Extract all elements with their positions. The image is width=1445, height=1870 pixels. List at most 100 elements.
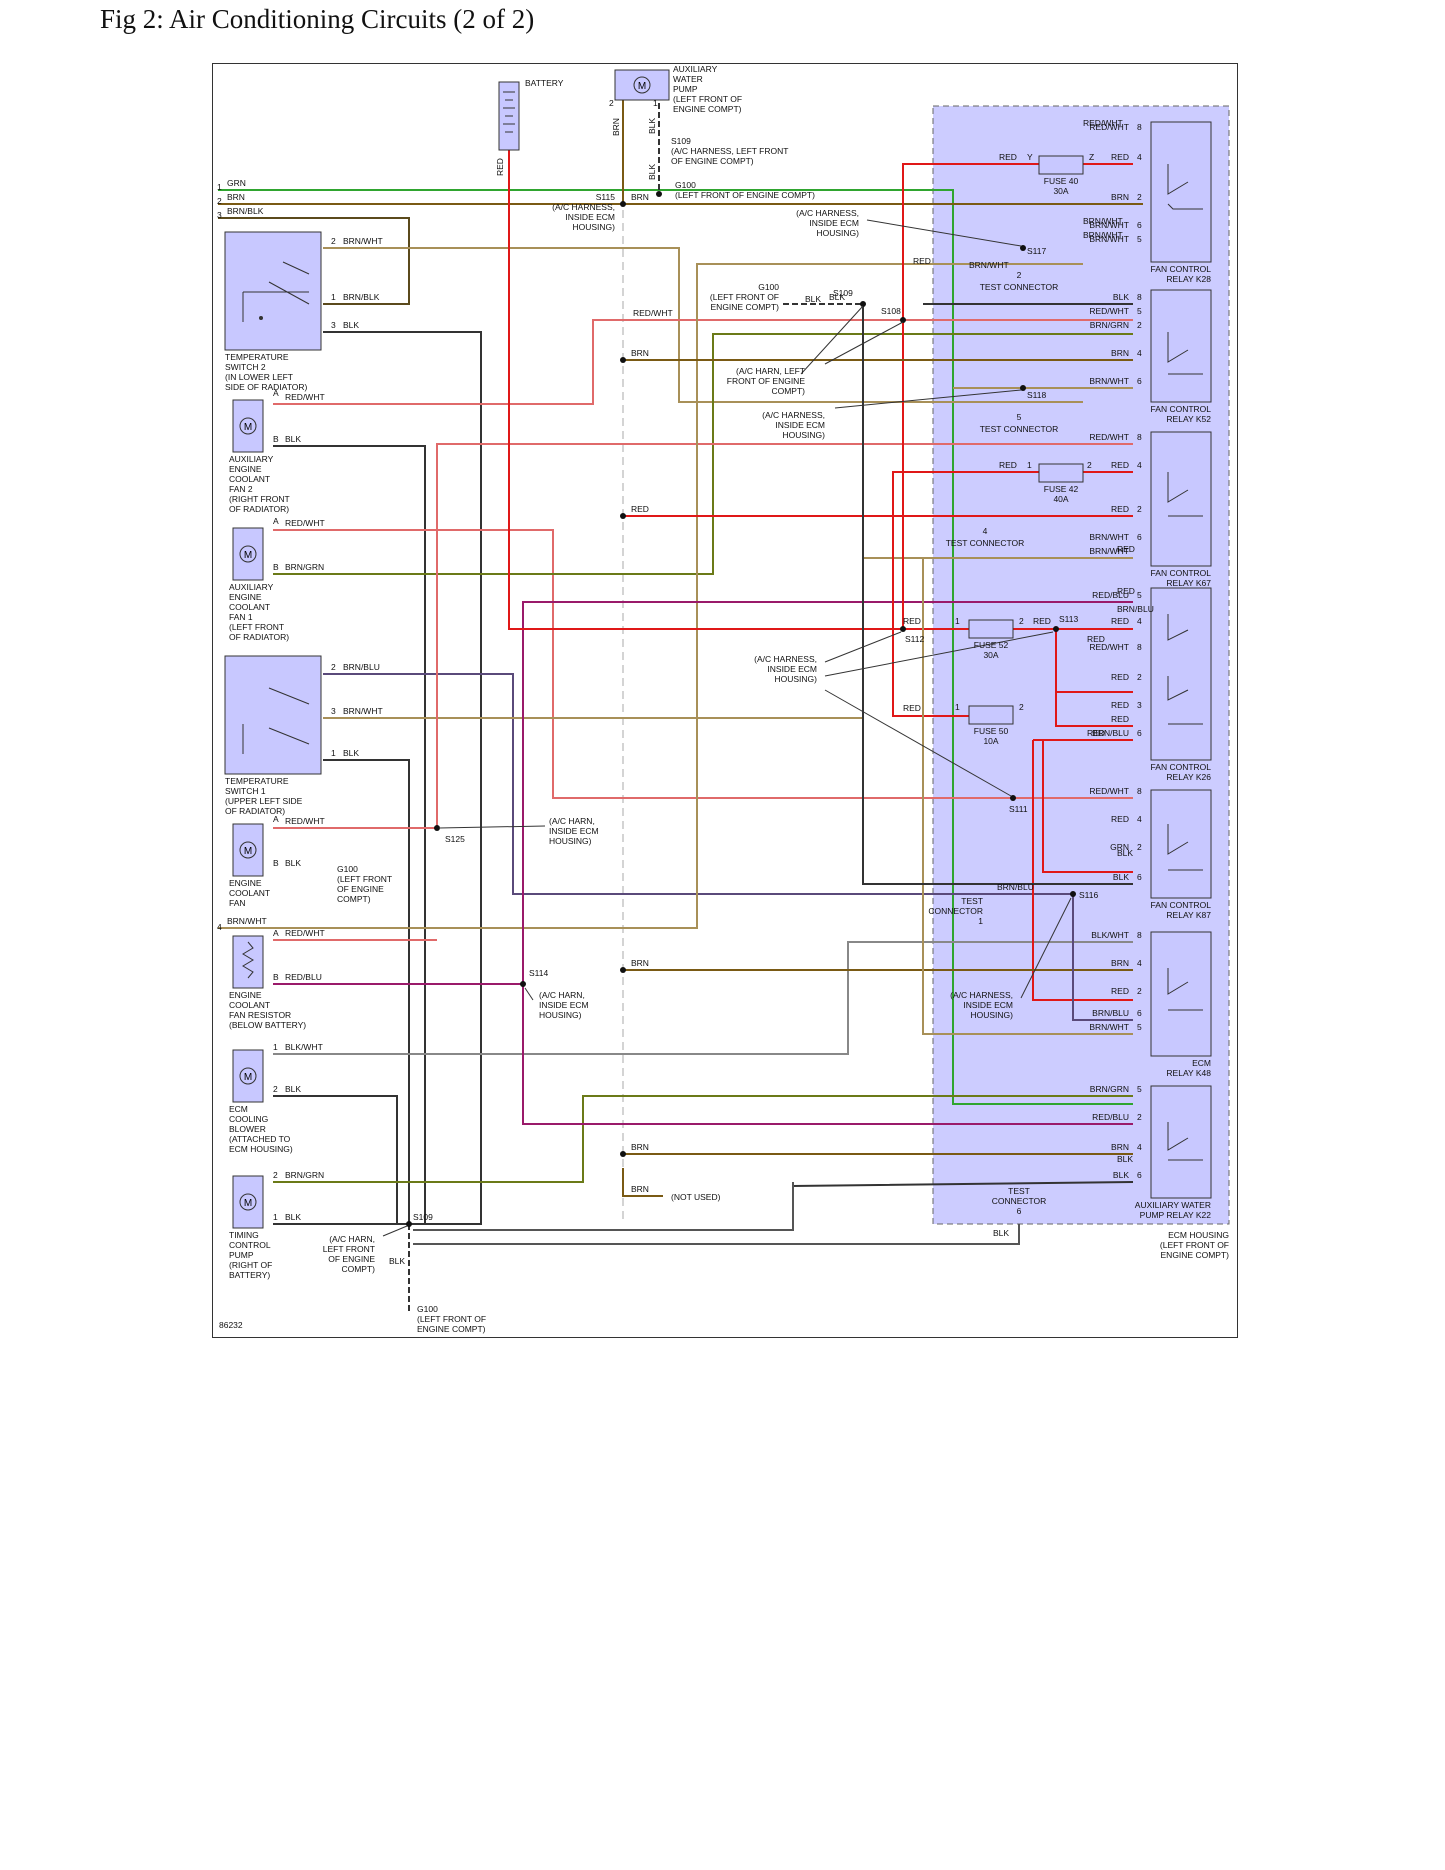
wire-blk-k87 (862, 304, 1133, 885)
wire-label: BRN/BLK (343, 292, 380, 302)
label-line: 2 (1017, 270, 1022, 280)
pin-number: 1 (331, 748, 336, 758)
wire-label: RED (903, 616, 921, 626)
label-line: (LEFT FRONT (229, 622, 284, 632)
fuse-52-icon (968, 619, 1014, 639)
pin-number: 2 (331, 662, 336, 672)
label-s112: S112 (905, 634, 924, 644)
wire-blk-long (413, 1224, 1020, 1245)
label-line: HOUSING) (817, 228, 860, 238)
relay-pin-number: 6 (1137, 532, 1142, 542)
relay-pin-number: 8 (1137, 432, 1142, 442)
label-line: RELAY K26 (1166, 772, 1211, 782)
wire-label: BRN (631, 1184, 649, 1194)
relay-pin-number: 4 (1137, 1142, 1142, 1152)
wire-label: BLK (805, 294, 821, 304)
relay-pin-number: 5 (1137, 590, 1142, 600)
label-line: ENGINE COMPT) (673, 104, 742, 114)
label-line: (A/C HARN, (549, 816, 595, 826)
label-s125: S125 (445, 834, 465, 844)
pin-number: A (273, 814, 279, 824)
label-line: BATTERY) (229, 1270, 270, 1280)
pin-number: 4 (217, 922, 222, 932)
relay-pin-label: BRN/WHT (1089, 546, 1129, 556)
label-line: INSIDE ECM (565, 212, 615, 222)
relay-pin-number: 2 (1137, 320, 1142, 330)
label-s109-mid: S109 (833, 288, 853, 298)
pin-number: 2 (273, 1084, 278, 1094)
label-line: PUMP RELAY K22 (1140, 1210, 1212, 1220)
label-line: COMPT) (771, 386, 805, 396)
relay-k28 (1150, 121, 1212, 263)
wire-label: RED (1087, 634, 1105, 644)
label-line: FAN RESISTOR (229, 1010, 291, 1020)
pin-number: 3 (331, 320, 336, 330)
label-line: COMPT) (337, 894, 371, 904)
label-battery: BATTERY (525, 78, 564, 88)
label-line: HOUSING) (573, 222, 616, 232)
splice-dots (406, 191, 1076, 1227)
pin-number: 3 (217, 210, 222, 220)
wire-label: RED (999, 152, 1017, 162)
wire-label: BRN/GRN (285, 1170, 324, 1180)
wire-label: BLK (285, 1084, 301, 1094)
relay-pin-number: 5 (1137, 234, 1142, 244)
label-line: TEST CONNECTOR (980, 282, 1059, 292)
label-line: OF RADIATOR) (229, 504, 289, 514)
label-s114: S114 (529, 968, 548, 978)
wire-label: BRN/BLK (227, 206, 264, 216)
relay-pin-label: RED (1111, 616, 1129, 626)
wire-label: RED/WHT (633, 308, 673, 318)
wire-label: RED (1033, 616, 1051, 626)
resistor-icon (232, 935, 264, 989)
label-line: G100 (337, 864, 358, 874)
relay-pin-label: BLK (1113, 292, 1129, 302)
label-line: PUMP (229, 1250, 254, 1260)
wire-label: RED (1087, 728, 1105, 738)
wire-label: BRN/WHT (969, 260, 1009, 270)
label-line: S115 (596, 192, 615, 202)
pin-number: A (273, 928, 279, 938)
label-line: (RIGHT OF (229, 1260, 272, 1270)
pin-number: 2 (273, 1170, 278, 1180)
relay-pin-label: BRN/GRN (1090, 1084, 1129, 1094)
label-line: AUXILIARY (673, 64, 718, 74)
relay-k87 (1150, 789, 1212, 899)
relay-pin-number: 8 (1137, 122, 1142, 132)
wire-label: GRN (227, 178, 246, 188)
relay-pin-label: BRN (1111, 1142, 1129, 1152)
label-line: (A/C HARN, LEFT (736, 366, 805, 376)
label-line: SIDE OF RADIATOR) (225, 382, 308, 392)
label-line: INSIDE ECM (775, 420, 825, 430)
label-line: FAN 2 (229, 484, 253, 494)
label-line: TIMING (229, 1230, 259, 1240)
label-line: 4 (983, 526, 988, 536)
label-line: COOLANT (229, 474, 270, 484)
label-line: (RIGHT FRONT (229, 494, 290, 504)
label-line: COMPT) (341, 1264, 375, 1274)
label-line: HOUSING) (775, 674, 818, 684)
label-line: WATER (673, 74, 703, 84)
label-line: COOLANT (229, 1000, 270, 1010)
label-line: INSIDE ECM (767, 664, 817, 674)
wire-label: BLK (285, 1212, 301, 1222)
label-line: (LEFT FRONT (337, 874, 392, 884)
label-line: FAN (229, 898, 246, 908)
label-line: (ATTACHED TO (229, 1134, 291, 1144)
pin-number: 1 (273, 1212, 278, 1222)
wire-label: RED (1117, 586, 1135, 596)
wire-blk-test6 (413, 1182, 794, 1231)
relay-pin-label: RED (1111, 714, 1129, 724)
